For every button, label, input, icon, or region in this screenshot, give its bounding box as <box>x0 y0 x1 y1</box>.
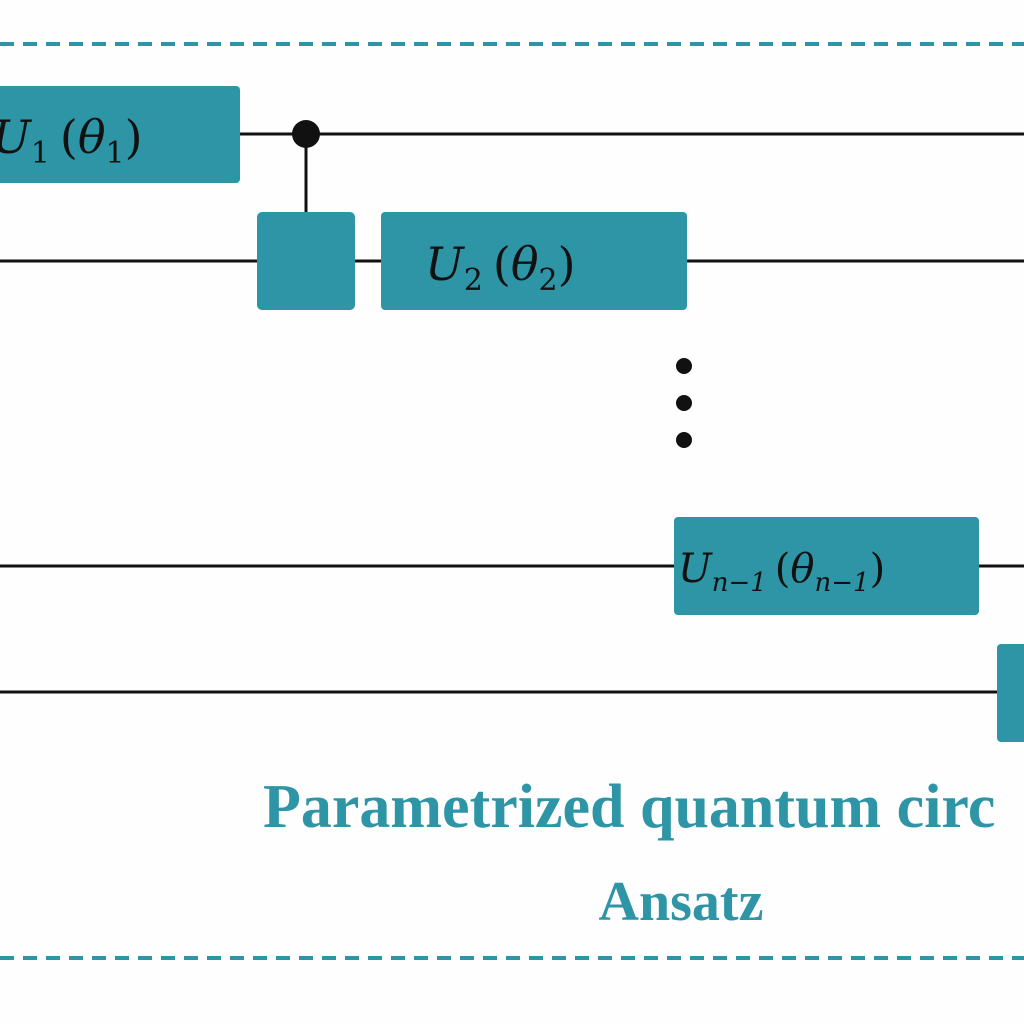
gate-un-minus-1-param: θ <box>790 546 814 592</box>
gate-u2-param: θ <box>511 237 539 291</box>
caption-line-2: Ansatz <box>599 871 764 933</box>
gate-u1-param-sub: 1 <box>106 136 125 171</box>
gate-u1-op-sub: 1 <box>31 136 50 171</box>
vertical-ellipsis-icon <box>676 358 692 448</box>
ellipsis-dot-2 <box>676 395 692 411</box>
gate-u2-param-sub: 2 <box>539 263 558 298</box>
gate-un-minus-1-param-sub: n−1 <box>815 568 870 598</box>
controlled-gate <box>257 120 355 310</box>
controlled-target-box <box>257 212 355 310</box>
gate-un-minus-1: Un−1(θn−1) <box>674 517 979 615</box>
gate-un-minus-1-label: Un−1(θn−1) <box>678 546 885 598</box>
gate-u2-label: U2(θ2) <box>425 237 576 298</box>
gate-u2-box <box>381 212 687 310</box>
gate-u1-param: θ <box>78 110 106 164</box>
gate-u2-op-sub: 2 <box>464 263 483 298</box>
gate-un-minus-1-box <box>674 517 979 615</box>
gate-u2: U2(θ2) <box>381 212 687 310</box>
gate-un-minus-1-op: U <box>678 546 713 592</box>
gate-un-minus-1-op-sub: n−1 <box>712 568 767 598</box>
caption-line-1: Parametrized quantum circ <box>263 773 995 841</box>
gate-u1-op: U <box>0 110 33 164</box>
gate-u1-box <box>0 86 240 183</box>
gate-partial-last-wire <box>997 644 1024 742</box>
gate-u2-op: U <box>425 237 466 291</box>
ellipsis-dot-1 <box>676 358 692 374</box>
control-dot <box>292 120 320 148</box>
gate-u1-label: U1(θ1) <box>0 110 143 171</box>
gate-u1: U1(θ1) <box>0 86 240 183</box>
ellipsis-dot-3 <box>676 432 692 448</box>
